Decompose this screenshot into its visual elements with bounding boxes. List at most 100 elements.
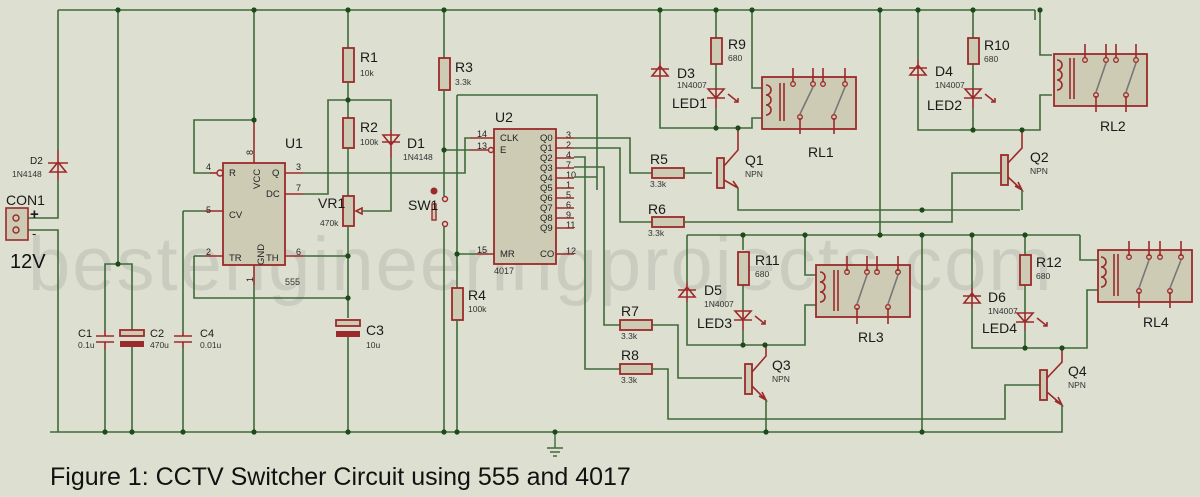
junction-dot <box>454 429 460 435</box>
u2-pin-q8: Q8 <box>540 213 553 224</box>
vr1-value: 470k <box>320 218 339 228</box>
u2-pin-num-13: 13 <box>477 141 487 151</box>
r12-resistor <box>1019 254 1032 286</box>
r1-value: 10k <box>360 68 374 78</box>
junction-dot <box>1022 345 1028 351</box>
c1-value: 0.1u <box>78 340 95 350</box>
d2-label: D2 <box>30 156 43 167</box>
junction-dot <box>713 7 719 13</box>
c3-value: 10u <box>366 340 380 350</box>
d4-value: 1N4007 <box>935 80 965 90</box>
u2-pin-clk: CLK <box>500 133 519 144</box>
q2-value: NPN <box>1030 166 1048 176</box>
u2-pin-q5: Q5 <box>540 183 553 194</box>
con1-label: CON1 <box>6 192 45 208</box>
r2-value: 100k <box>360 137 379 147</box>
u1-label: U1 <box>285 135 303 151</box>
junction-dot <box>345 253 351 259</box>
u1-part: 555 <box>285 277 300 287</box>
junction-dot <box>345 295 351 301</box>
r2-resistor <box>342 117 355 149</box>
junction-dot <box>441 7 447 13</box>
junction-dot <box>877 232 883 238</box>
led2-label: LED2 <box>927 97 962 113</box>
c3-capacitor-icon <box>336 331 360 337</box>
junction-dot <box>251 429 257 435</box>
r12-value: 680 <box>1036 271 1050 281</box>
ground-icon <box>547 432 563 457</box>
d1-diode-icon <box>381 130 401 158</box>
rl2-label: RL2 <box>1100 118 1126 134</box>
q1-label: Q1 <box>745 152 764 168</box>
junction-dot <box>735 125 741 131</box>
junction-dot <box>1022 232 1028 238</box>
u1-pin-tr: TR <box>229 253 242 264</box>
r9-resistor <box>710 37 723 65</box>
u1-pin8: 8 <box>245 150 255 155</box>
sw1-label: SW1 <box>408 197 439 213</box>
junction-dot <box>919 429 925 435</box>
u2-pin-num-14: 14 <box>477 129 487 139</box>
d4-diode-icon <box>908 60 928 80</box>
junction-dot <box>969 232 975 238</box>
r10-resistor <box>967 37 980 65</box>
con1-connector <box>5 207 29 241</box>
r5-value: 3.3k <box>650 179 667 189</box>
q3-transistor <box>744 345 768 432</box>
voltage-label: 12V <box>10 251 46 273</box>
u1-pin7: 7 <box>296 183 301 193</box>
u1-pin-gnd: GND <box>256 244 267 265</box>
sw1-switch[interactable] <box>431 203 437 221</box>
u2-pin-q6: Q6 <box>540 193 553 204</box>
d5-diode-icon <box>677 282 697 302</box>
r11-label: R11 <box>755 252 780 268</box>
figure-caption: Figure 1: CCTV Switcher Circuit using 55… <box>50 463 631 491</box>
r1-label: R1 <box>360 49 378 65</box>
q1-transistor <box>716 128 1020 211</box>
u2-pin-mr: MR <box>500 249 515 260</box>
rl1-label: RL1 <box>808 144 834 160</box>
led4-label: LED4 <box>982 320 1017 336</box>
u1-pin1: 1 <box>245 277 255 282</box>
c2-value: 470u <box>150 340 169 350</box>
u2-pin-num-15: 15 <box>477 245 487 255</box>
r6-value: 3.3k <box>648 228 665 238</box>
u1-555-timer <box>222 162 286 266</box>
u1-pin-dc: DC <box>266 189 280 200</box>
u2-pin-q9: Q9 <box>540 223 553 234</box>
led4-icon <box>1015 312 1048 330</box>
r2-label: R2 <box>360 119 378 135</box>
c1-capacitor-icon <box>96 330 114 350</box>
u2-pin-co: CO <box>540 249 554 260</box>
junction-dot <box>877 7 883 13</box>
u2-pin-q2: Q2 <box>540 153 553 164</box>
junction-dot <box>441 429 447 435</box>
q4-label: Q4 <box>1068 363 1087 379</box>
u2-pin-q7: Q7 <box>540 203 553 214</box>
u2-pin-num-4: 4 <box>566 150 571 160</box>
u2-pin-e: E <box>500 145 506 156</box>
rl1-relay <box>761 68 857 134</box>
vr1-label: VR1 <box>318 195 345 211</box>
u2-pin-num-5: 5 <box>566 190 571 200</box>
r9-label: R9 <box>728 36 746 52</box>
rl4-label: RL4 <box>1143 314 1169 330</box>
r9-value: 680 <box>728 53 742 63</box>
q4-transistor <box>1039 348 1064 433</box>
u1-pin-q: Q <box>272 168 279 179</box>
led1-label: LED1 <box>672 95 707 111</box>
r4-value: 100k <box>468 304 487 314</box>
u1-pin2: 2 <box>206 247 211 257</box>
r12-label: R12 <box>1036 254 1062 270</box>
d3-diode-icon <box>650 62 670 80</box>
u1-pin6: 6 <box>296 247 301 257</box>
d1-label: D1 <box>407 135 425 151</box>
r8-value: 3.3k <box>621 375 638 385</box>
d6-label: D6 <box>988 289 1006 305</box>
rl2-relay <box>1053 44 1148 112</box>
junction-dot <box>454 251 460 257</box>
junction-dot <box>441 147 447 153</box>
junction-dot <box>970 7 976 13</box>
rl3-relay <box>815 256 911 324</box>
